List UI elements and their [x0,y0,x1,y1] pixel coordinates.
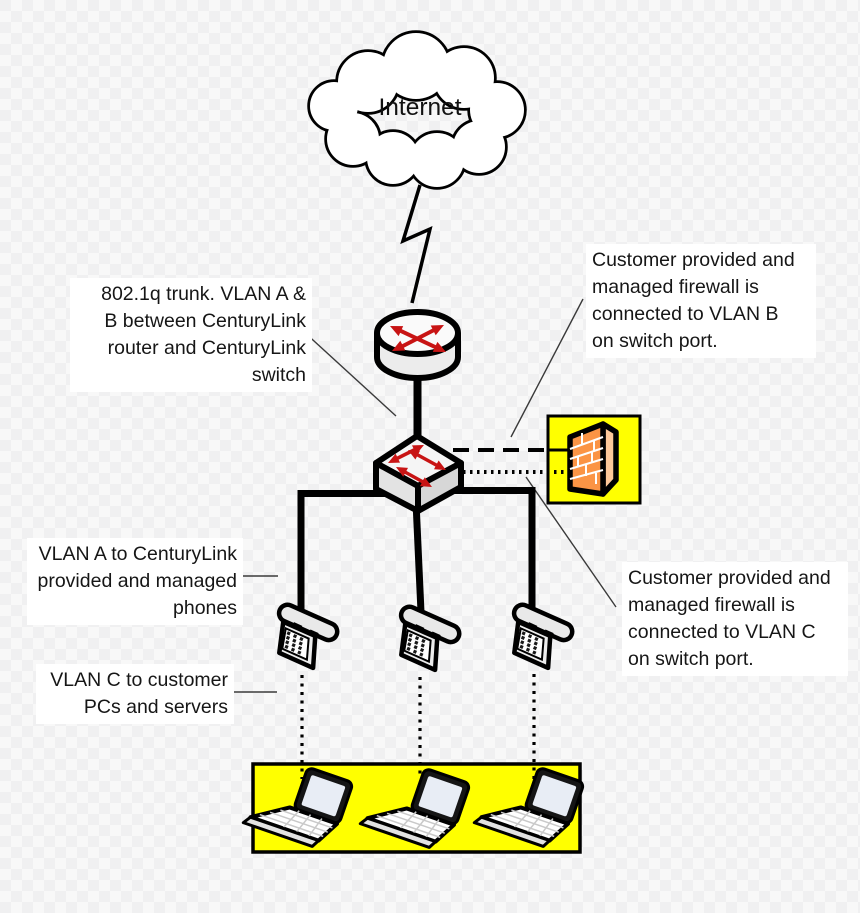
annotation-vlan-c-pcs: VLAN C to customer PCs and servers [36,664,234,724]
switch-icon [373,433,464,514]
lightning-icon [400,184,433,304]
annotation-leader-lines [233,298,617,693]
router-arrows [390,325,446,352]
switch-phone3-link [448,487,536,613]
switch-phone1-link [297,490,410,613]
firewall-icon [567,421,619,497]
annotation-vlan-a-phones: VLAN A to CenturyLink provided and manag… [27,538,243,625]
leader-trunk-line [301,329,397,417]
cloud-icon [307,30,527,190]
phone-icon [499,602,575,671]
annotation-firewall-vlan-b: Customer provided and managed firewall i… [586,244,816,358]
switch-arrows [388,445,446,487]
annotation-trunk: 802.1q trunk. VLAN A & B between Century… [70,278,312,392]
phone-icon [386,604,462,673]
phone-icon [264,602,340,671]
switch-phone2-link [412,501,425,613]
leader-vlan-b-line [510,298,584,438]
router-icon [374,309,461,381]
internet-label: Internet [378,94,462,121]
annotation-firewall-vlan-c: Customer provided and managed firewall i… [622,562,848,676]
leader-vlan-c-line [525,476,617,608]
